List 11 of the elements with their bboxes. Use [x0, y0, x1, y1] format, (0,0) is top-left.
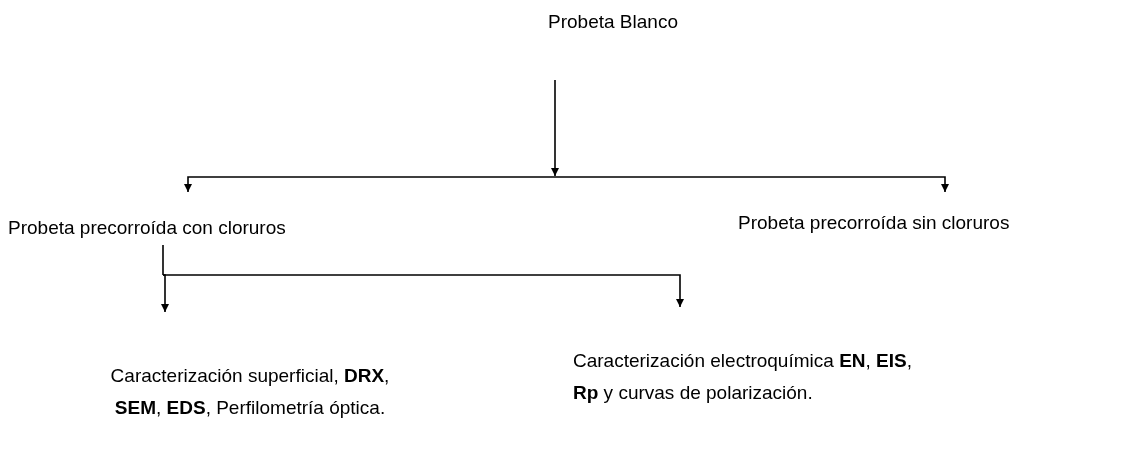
node-label: Probeta precorroída sin cloruros — [738, 211, 1011, 235]
node-label: Caracterización superficial, DRX, SEM, EDS, Perfilometría óptica. — [109, 364, 391, 420]
connector-line — [162, 244, 164, 276]
arrow — [162, 274, 684, 308]
arrow — [554, 176, 949, 193]
node-label: Caracterización electroquímica EN, EIS, Rp y curvas de polarización. — [573, 349, 913, 405]
connector-line — [551, 79, 559, 177]
arrow — [161, 274, 169, 313]
node-label: Probeta precorroída con cloruros — [8, 216, 287, 240]
node-label: Probeta Blanco — [547, 10, 679, 34]
arrow — [184, 176, 556, 193]
